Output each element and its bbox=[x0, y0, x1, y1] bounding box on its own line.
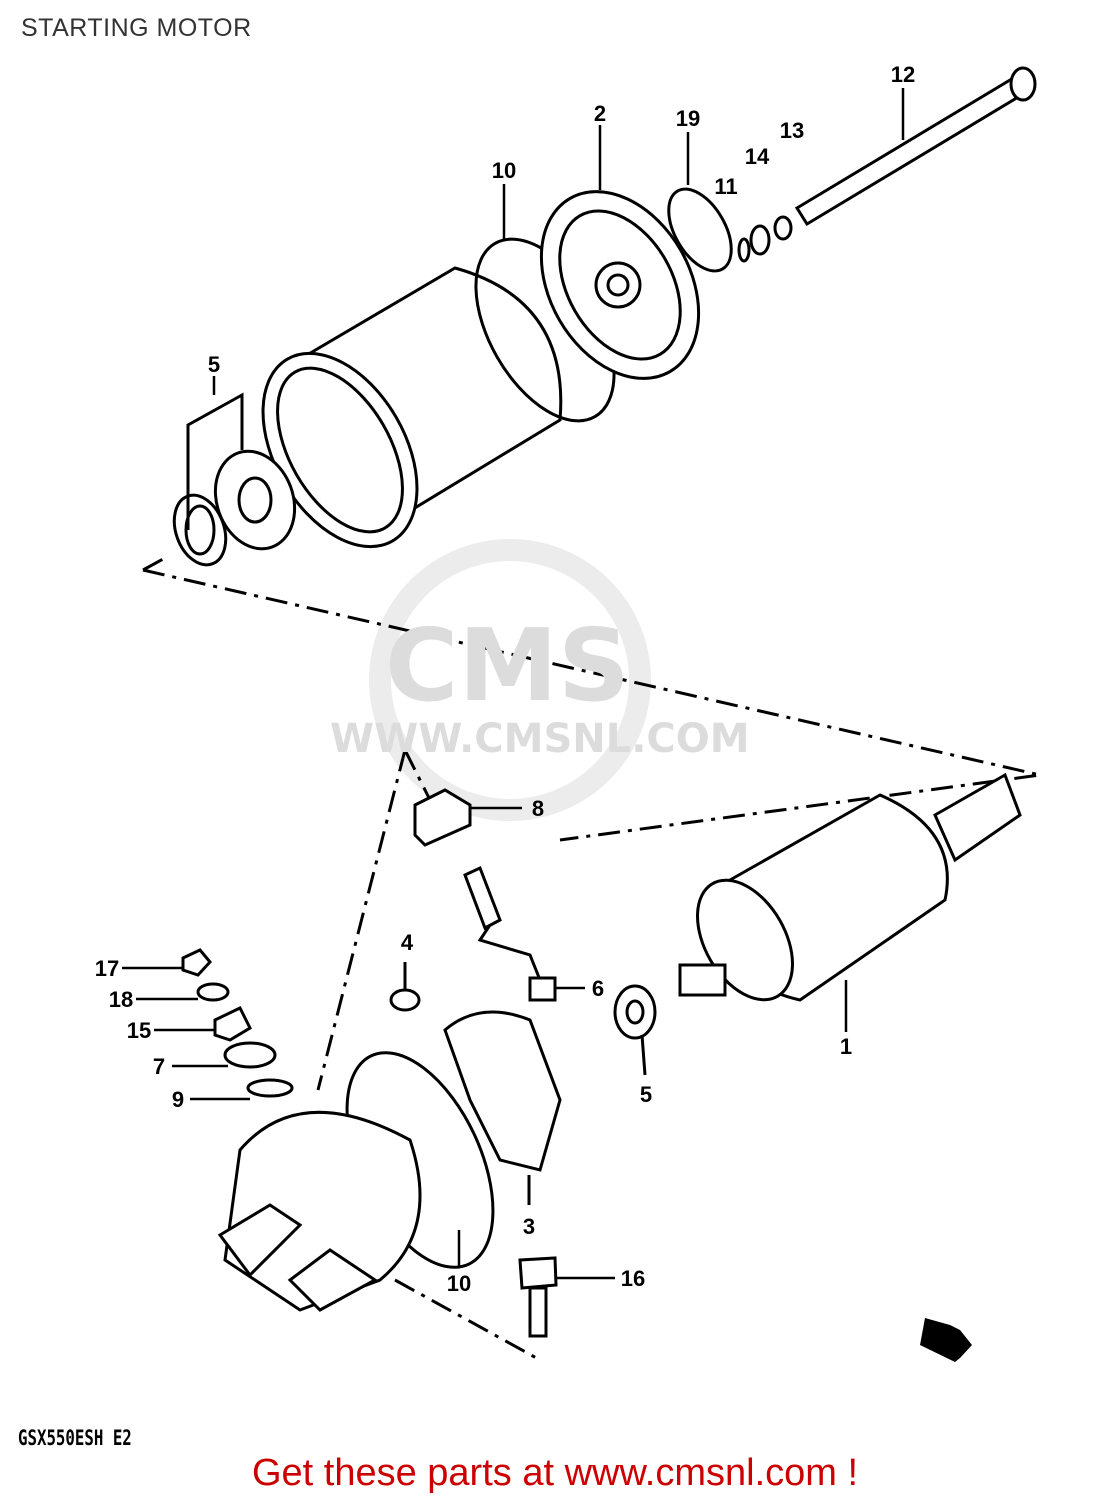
callout-5: 5 bbox=[208, 352, 220, 377]
part-washer-11[interactable] bbox=[737, 237, 751, 263]
part-armature[interactable] bbox=[678, 772, 1022, 1016]
part-washer-13[interactable] bbox=[773, 215, 793, 241]
callout-12: 12 bbox=[891, 62, 915, 87]
callout-11: 11 bbox=[714, 174, 737, 199]
part-end-housing[interactable] bbox=[217, 1110, 422, 1312]
watermark-ring bbox=[369, 539, 651, 821]
callout-15: 15 bbox=[127, 1018, 151, 1043]
diagram-title: STARTING MOTOR bbox=[21, 14, 252, 42]
callout-10: 10 bbox=[492, 158, 516, 183]
callout-5: 5 bbox=[640, 1082, 652, 1107]
callout-16: 16 bbox=[621, 1266, 645, 1291]
guide-lines bbox=[142, 556, 1041, 1362]
callout-17: 17 bbox=[95, 956, 119, 981]
part-screw-4[interactable] bbox=[389, 962, 421, 1012]
part-bolt-16[interactable] bbox=[518, 1256, 558, 1338]
callout-6: 6 bbox=[592, 976, 604, 1001]
watermark: CMS WWW.CMSNL.COM bbox=[330, 607, 750, 762]
callout-18: 18 bbox=[109, 987, 133, 1012]
callout-2: 2 bbox=[594, 101, 606, 126]
part-brush-plate[interactable] bbox=[443, 1010, 562, 1172]
callout-4: 4 bbox=[401, 930, 414, 955]
callout-19: 19 bbox=[676, 106, 700, 131]
part-washer-5c[interactable] bbox=[613, 984, 657, 1040]
callout-1: 1 bbox=[840, 1034, 852, 1059]
part-end-cover[interactable] bbox=[509, 163, 730, 406]
model-code: GSX550ESH E2 bbox=[18, 1426, 132, 1450]
part-brush-6[interactable] bbox=[463, 865, 557, 1002]
part-washer-14[interactable] bbox=[749, 224, 771, 256]
arrow-right-badge-icon bbox=[920, 1318, 972, 1362]
part-through-bolt[interactable] bbox=[794, 66, 1037, 227]
callout-8: 8 bbox=[532, 796, 544, 821]
callout-13: 13 bbox=[780, 118, 804, 143]
part-o-ring-19[interactable] bbox=[656, 179, 744, 282]
leader-lines bbox=[122, 88, 905, 1280]
part-yoke[interactable] bbox=[231, 266, 563, 573]
callout-10: 10 bbox=[447, 1271, 471, 1296]
part-brush-8[interactable] bbox=[413, 788, 472, 847]
callout-14: 14 bbox=[745, 144, 770, 169]
callout-7: 7 bbox=[153, 1054, 165, 1079]
part-hardware-stack[interactable] bbox=[181, 948, 294, 1098]
cta-link[interactable]: Get these parts at www.cmsnl.com ! bbox=[251, 1452, 859, 1494]
watermark-logo-text: CMS bbox=[385, 607, 630, 724]
callout-9: 9 bbox=[172, 1087, 184, 1112]
callout-3: 3 bbox=[523, 1214, 535, 1239]
watermark-url-text: WWW.CMSNL.COM bbox=[330, 716, 750, 762]
